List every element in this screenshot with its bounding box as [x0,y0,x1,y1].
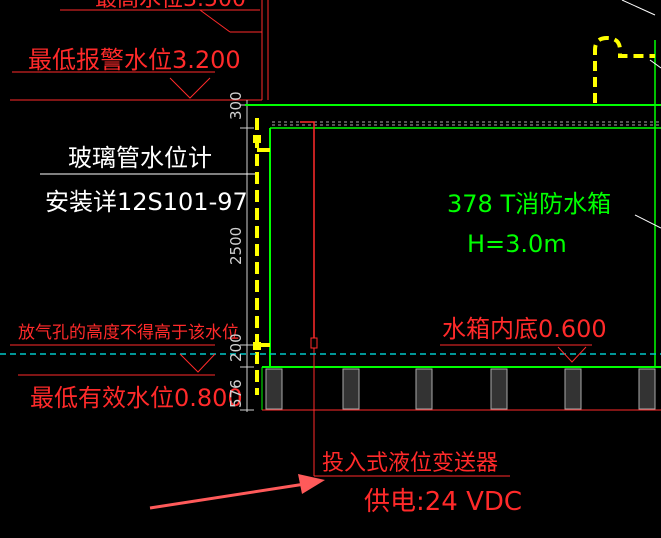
min-effective-level-label: 最低有效水位0.800 [30,384,243,412]
tank-supports [265,368,656,410]
top-partial-label: 最高水位3.500 [95,0,246,12]
tank-bottom-marker [557,346,587,363]
vent-note-label: 放气孔的高度不得高于该水位 [18,323,239,343]
tank-bottom-label: 水箱内底0.600 [442,315,607,343]
glass-gauge-label-1: 玻璃管水位计 [68,144,212,172]
tank-height-label: H=3.0m [467,230,567,258]
transmitter-label: 投入式液位变送器 [322,451,498,476]
dim-2500: 2500 [227,227,245,265]
dim-300: 300 [227,91,245,120]
dim-576: 576 [227,379,245,408]
gauge-bottom-valve [253,342,261,350]
glass-gauge-label-2: 安装详12S101-97 [45,188,248,216]
gauge-top-valve [253,135,261,143]
dim-200: 200 [227,333,245,362]
alarm-level-marker [169,77,211,99]
power-supply-label: 供电:24 VDC [364,487,522,517]
effective-level-marker [179,353,216,373]
vent-pipe [593,35,655,103]
tank-name-label: 378 T消防水箱 [447,190,611,218]
pointer-arrow-head [298,474,325,494]
top-label-leader [199,9,231,33]
pointer-arrow-line [149,482,306,510]
transmitter-probe [310,337,318,349]
min-alarm-level-label: 最低报警水位3.200 [28,46,241,74]
transmitter-cable [300,121,315,338]
